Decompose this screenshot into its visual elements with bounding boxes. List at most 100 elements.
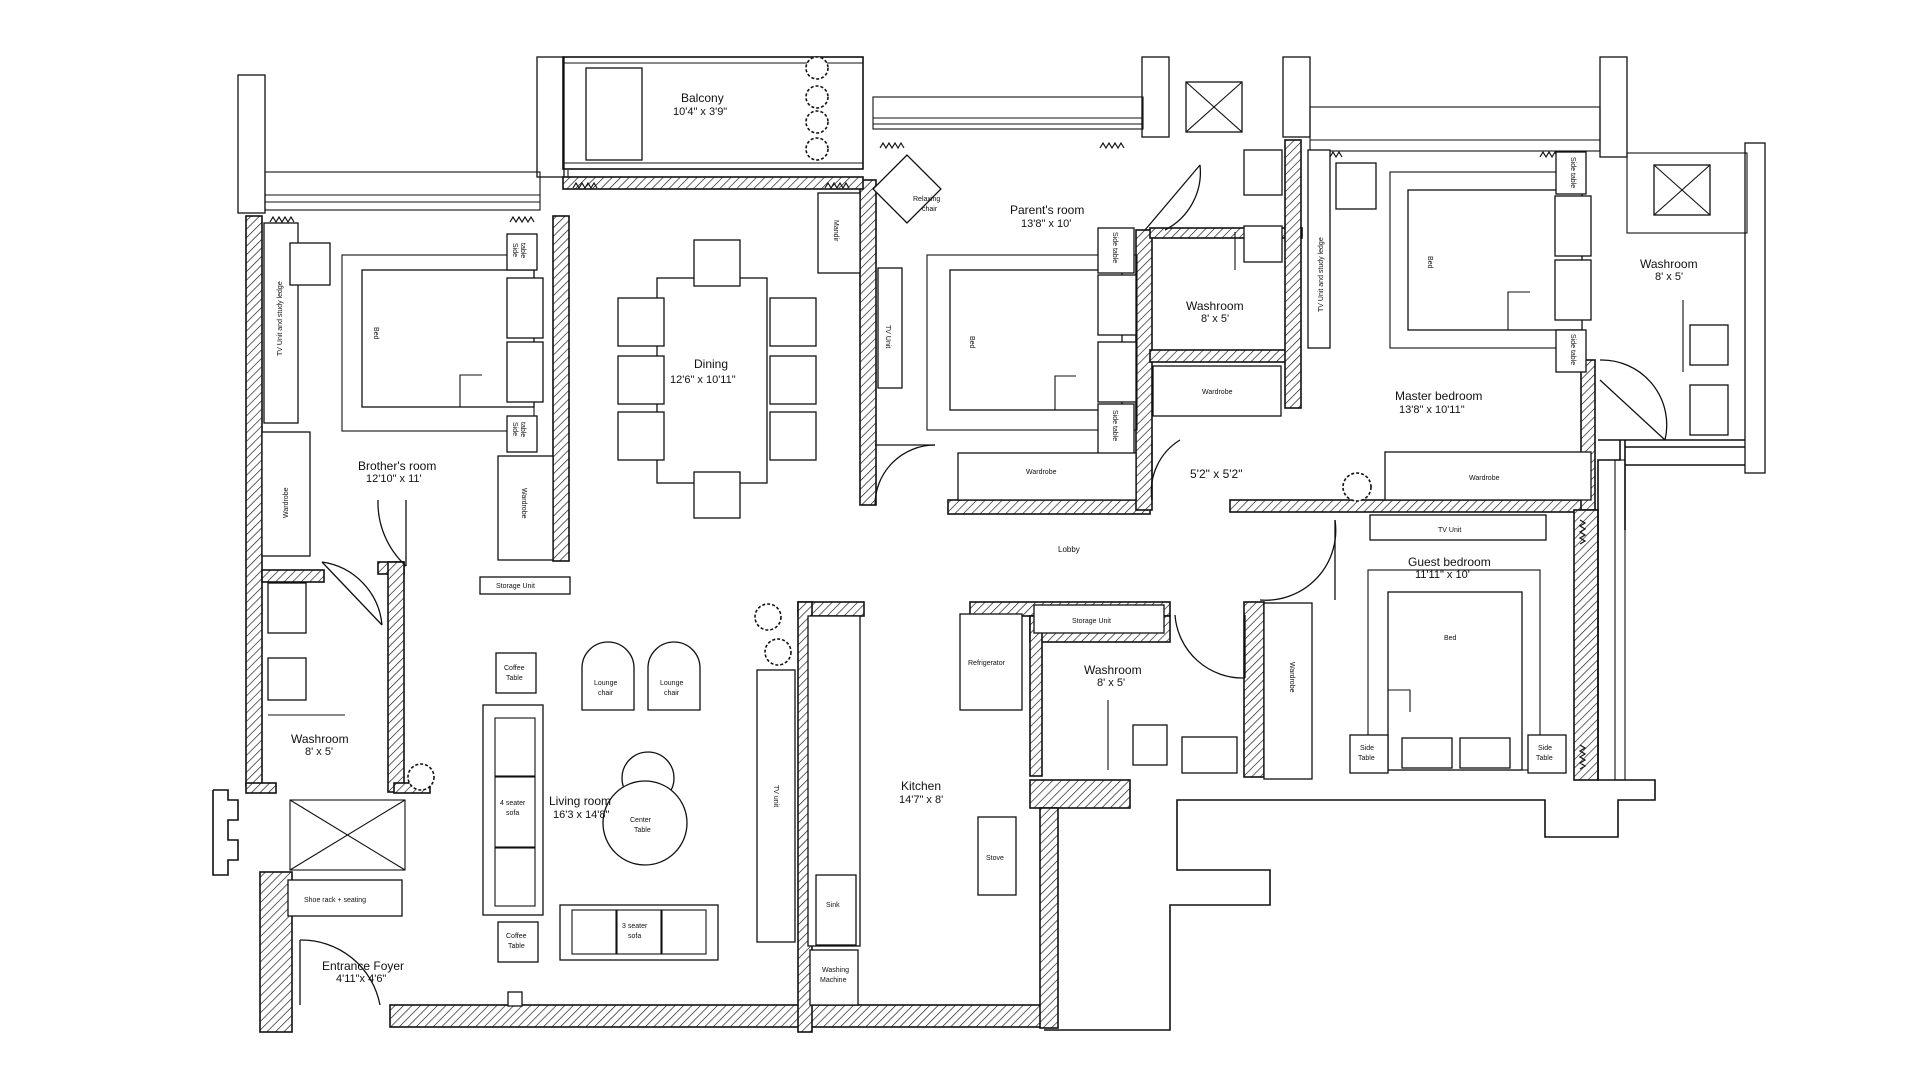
washroom-master: Washroom 8' x 5' <box>1640 257 1729 436</box>
svg-text:Bed: Bed <box>968 336 975 349</box>
pier-mid-top <box>1141 56 1170 138</box>
parents-wardrobe <box>957 452 1137 501</box>
balcony-outline <box>562 56 864 170</box>
washroom-parents: Washroom 8' x 5' Wardrobe <box>1152 149 1283 417</box>
svg-text:Table: Table <box>506 675 523 682</box>
washroom-brother: Washroom 8' x 5' <box>267 582 349 758</box>
svg-text:chair: chair <box>598 690 614 697</box>
brother-storage-unit <box>479 576 571 595</box>
brother-tv-study-label: TV Unit and study ledge <box>277 281 284 356</box>
guest-bedroom-name: Guest bedroom <box>1408 555 1491 569</box>
kitchen: Storage Unit Refrigerator Washroom 8' x … <box>807 604 1238 1006</box>
svg-text:Wardrobe: Wardrobe <box>1026 469 1057 476</box>
svg-text:Coffee: Coffee <box>504 665 525 672</box>
parents-room: Relaxing chair Parent's room 13'8" x 10'… <box>872 154 1138 501</box>
dining-name: Dining <box>694 357 728 371</box>
svg-text:Bed: Bed <box>1444 635 1457 642</box>
svg-text:Coffee: Coffee <box>506 933 527 940</box>
svg-text:Storage Unit: Storage Unit <box>1072 618 1111 625</box>
relaxing-chair <box>872 154 942 224</box>
brothers-room: TV Unit and study ledge Bed Side table S… <box>261 222 571 595</box>
lounge-chair-2 <box>647 641 701 711</box>
svg-text:Relaxing: Relaxing <box>913 196 940 203</box>
svg-text:TV unit: TV unit <box>772 785 779 807</box>
brother-wardrobe-left <box>261 431 311 557</box>
lounge-chair-1 <box>581 641 635 711</box>
balcony-name: Balcony <box>681 91 724 105</box>
master-bedroom: TV Unit and study ledge Bed Side table S… <box>1307 149 1592 501</box>
pier-mid-top-2 <box>1282 56 1311 138</box>
center-table <box>602 780 688 866</box>
svg-text:Washroom: Washroom <box>291 732 349 746</box>
balcony: Balcony 10'4" x 3'9" <box>673 91 727 118</box>
pier-right-top <box>1599 56 1628 158</box>
svg-text:4'11"x 4'6": 4'11"x 4'6" <box>336 973 386 985</box>
svg-text:Side: Side <box>511 422 518 436</box>
svg-text:table: table <box>519 243 526 258</box>
brothers-room-name: Brother's room <box>358 459 436 473</box>
svg-text:Table: Table <box>634 827 651 834</box>
pier-right-far <box>1744 142 1766 474</box>
kitchen-storage-unit <box>1033 604 1165 634</box>
svg-text:TV Unit: TV Unit <box>884 325 891 348</box>
master-bedroom-name: Master bedroom <box>1395 389 1482 403</box>
svg-text:chair: chair <box>922 206 938 213</box>
shoe-rack <box>287 879 403 917</box>
svg-text:Lounge: Lounge <box>594 680 617 687</box>
svg-text:Stove: Stove <box>986 855 1004 862</box>
living-room: TV unit Coffee Table Lounge chair Lounge… <box>482 641 796 963</box>
svg-text:3 seater: 3 seater <box>622 923 648 930</box>
svg-text:Side: Side <box>511 243 518 257</box>
svg-text:Washroom: Washroom <box>1084 663 1142 677</box>
kitchen-dim: 14'7" x 8' <box>899 794 943 806</box>
svg-text:sofa: sofa <box>628 933 641 940</box>
svg-text:8' x 5': 8' x 5' <box>1655 271 1683 283</box>
svg-text:Washing: Washing <box>822 967 849 974</box>
window-parents <box>872 96 1144 130</box>
svg-text:Refrigerator: Refrigerator <box>968 660 1006 667</box>
svg-text:Side table: Side table <box>1569 334 1576 365</box>
guest-wardrobe <box>1263 602 1313 780</box>
pier-balcony-left <box>536 56 565 178</box>
entrance-foyer: Shoe rack + seating Entrance Foyer 4'11"… <box>287 879 523 1007</box>
svg-text:Wardrobe: Wardrobe <box>1202 389 1233 396</box>
svg-text:8' x 5': 8' x 5' <box>1201 313 1229 325</box>
svg-text:Side table: Side table <box>1111 232 1118 263</box>
balcony-bench <box>585 67 643 161</box>
svg-text:Side table: Side table <box>1569 157 1576 188</box>
outer-outline-right <box>1044 440 1656 1031</box>
svg-text:Table: Table <box>1358 755 1375 762</box>
lobby-name: Lobby <box>1058 545 1080 554</box>
pier-left-top <box>237 74 266 214</box>
svg-text:8' x 5': 8' x 5' <box>305 746 333 758</box>
stove <box>977 816 1017 896</box>
master-tv-study <box>1307 149 1331 349</box>
svg-text:Lounge: Lounge <box>660 680 683 687</box>
entrance-pier <box>212 789 239 876</box>
guest-bedroom: Guest bedroom 11'11" x 10' Bed Side Tabl… <box>1263 555 1567 780</box>
svg-text:Washroom: Washroom <box>1640 257 1698 271</box>
svg-text:Bed: Bed <box>1426 256 1433 269</box>
svg-text:TV Unit and study ledge: TV Unit and study ledge <box>1318 237 1325 312</box>
lobby: 5'2" x 5'2" Lobby TV Unit <box>1058 467 1547 554</box>
living-room-name: Living room <box>549 794 611 808</box>
svg-text:Machine: Machine <box>820 977 847 984</box>
brother-wardrobe-right <box>497 455 554 561</box>
parents-room-name: Parent's room <box>1010 203 1084 217</box>
svg-text:table: table <box>519 422 526 437</box>
svg-text:Shoe rack + seating: Shoe rack + seating <box>304 897 366 904</box>
svg-text:8' x 5': 8' x 5' <box>1097 677 1125 689</box>
brother-bed <box>361 269 535 408</box>
balcony-dim: 10'4" x 3'9" <box>673 106 727 118</box>
coffee-table-top <box>495 652 537 694</box>
parents-bed <box>949 269 1123 411</box>
three-seater-sofa <box>559 904 719 961</box>
svg-text:Center: Center <box>630 817 652 824</box>
parents-tv-unit <box>877 267 903 389</box>
svg-text:TV Unit: TV Unit <box>1438 527 1461 534</box>
mandir <box>817 192 861 274</box>
living-tv-unit <box>756 669 796 943</box>
doors <box>299 164 1668 1006</box>
svg-text:Storage Unit: Storage Unit <box>496 583 535 590</box>
